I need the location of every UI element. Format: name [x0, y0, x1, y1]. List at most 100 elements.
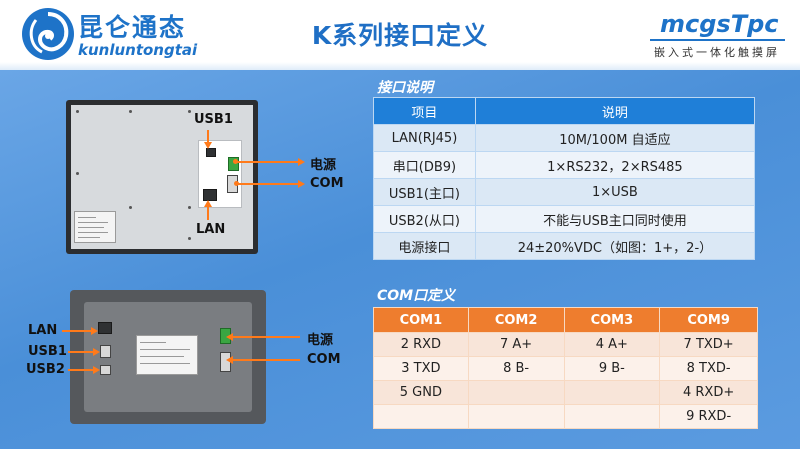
callout-label-com-bottom: COM: [307, 352, 341, 367]
callout-line-usb2-bottom: [68, 369, 94, 371]
table-cell: 24±20%VDC（如图：1+，2-）: [474, 232, 756, 260]
screw-hole: [129, 110, 132, 113]
screw-hole: [76, 110, 79, 113]
table-cell: 5 GND: [373, 380, 469, 405]
section-title-interface: 接口说明: [377, 80, 433, 96]
callout-line-com: [236, 183, 299, 185]
callout-label-usb1-bottom: USB1: [28, 344, 67, 359]
header-bar: [0, 0, 800, 70]
callout-label-com: COM: [310, 176, 344, 191]
arrow-left-icon: [226, 356, 233, 364]
screw-hole: [129, 206, 132, 209]
table-row: LAN(RJ45) 10M/100M 自适应: [373, 124, 756, 152]
table-cell: 9 RXD-: [659, 404, 758, 429]
port-module-top: [198, 140, 242, 208]
page-title: K系列接口定义: [311, 21, 489, 50]
table-cell: USB2(从口): [373, 205, 476, 233]
product-logo: mcgsTpc: [660, 10, 779, 38]
table-cell: 4 A+: [563, 332, 661, 357]
com-definition-table: COM1 COM2 COM3 COM9 2 RXD 7 A+ 4 A+ 7 TX…: [373, 307, 758, 429]
callout-label-lan-bottom: LAN: [28, 323, 58, 338]
usb1-port: [100, 345, 111, 358]
table-cell: 8 B-: [467, 356, 565, 381]
product-label-sticker: [136, 335, 198, 375]
callout-dot: [233, 159, 238, 164]
table-row: 串口(DB9) 1×RS232，2×RS485: [373, 151, 756, 179]
callout-label-usb1: USB1: [194, 112, 233, 127]
callout-label-lan: LAN: [196, 222, 226, 237]
table-row: 5 GND 4 RXD+: [373, 380, 758, 405]
table-cell: 1×RS232，2×RS485: [474, 151, 756, 179]
screw-hole: [188, 206, 191, 209]
table-cell: 7 TXD+: [659, 332, 758, 357]
column-header: COM1: [373, 307, 469, 333]
table-cell: 1×USB: [474, 178, 756, 206]
table-cell: USB1(主口): [373, 178, 476, 206]
table-cell: 9 B-: [563, 356, 661, 381]
callout-line-power: [235, 161, 299, 163]
column-header: 项目: [373, 97, 476, 125]
column-header: COM3: [563, 307, 661, 333]
callout-line-usb1-bottom: [68, 351, 94, 353]
screw-hole: [188, 237, 191, 240]
lan-port: [98, 322, 112, 334]
brand-logo-icon: [22, 8, 74, 60]
table-header-row: COM1 COM2 COM3 COM9: [373, 307, 758, 333]
brand-name-en: kunluntongtai: [78, 41, 198, 59]
callout-line-usb1: [207, 130, 209, 144]
usb2-port: [100, 365, 111, 375]
usb1-port: [206, 148, 216, 157]
callout-line-com-bottom: [230, 359, 300, 361]
table-row: 9 RXD-: [373, 404, 758, 429]
table-cell: 2 RXD: [373, 332, 469, 357]
callout-label-power-bottom: 电源: [307, 333, 334, 348]
screw-hole: [76, 172, 79, 175]
table-cell: 电源接口: [373, 232, 476, 260]
callout-label-usb2-bottom: USB2: [26, 362, 65, 377]
arrow-right-icon: [93, 366, 100, 374]
callout-dot: [234, 181, 239, 186]
arrow-right-icon: [91, 327, 98, 335]
arrow-right-icon: [298, 180, 305, 188]
column-header: COM2: [467, 307, 565, 333]
product-logo-underline: [650, 39, 785, 41]
table-row: 2 RXD 7 A+ 4 A+ 7 TXD+: [373, 332, 758, 357]
callout-line-power-bottom: [230, 336, 300, 338]
table-row: USB1(主口) 1×USB: [373, 178, 756, 206]
column-header: COM9: [659, 307, 758, 333]
callout-label-power: 电源: [310, 158, 337, 173]
brand-name-cn: 昆仑通态: [78, 13, 187, 42]
table-cell: [563, 404, 661, 429]
table-cell: LAN(RJ45): [373, 124, 476, 152]
product-tagline: 嵌入式一体化触摸屏: [654, 46, 780, 59]
column-header: 说明: [474, 97, 756, 125]
arrow-down-icon: [204, 142, 212, 149]
callout-line-lan-bottom: [62, 330, 92, 332]
table-row: USB2(从口) 不能与USB主口同时使用: [373, 205, 756, 233]
interface-table: 项目 说明 LAN(RJ45) 10M/100M 自适应 串口(DB9) 1×R…: [373, 97, 756, 260]
callout-line-lan: [207, 206, 209, 220]
table-cell: 10M/100M 自适应: [474, 124, 756, 152]
arrow-up-icon: [204, 200, 212, 207]
table-cell: [467, 380, 565, 405]
arrow-right-icon: [93, 348, 100, 356]
arrow-left-icon: [226, 333, 233, 341]
table-row: 3 TXD 8 B- 9 B- 8 TXD-: [373, 356, 758, 381]
product-label-sticker: [74, 211, 116, 243]
table-cell: 8 TXD-: [659, 356, 758, 381]
section-title-com: COM口定义: [377, 288, 456, 304]
table-cell: [563, 380, 661, 405]
table-cell: 7 A+: [467, 332, 565, 357]
table-cell: [467, 404, 565, 429]
power-terminal: [228, 157, 239, 171]
table-cell: 串口(DB9): [373, 151, 476, 179]
arrow-right-icon: [298, 158, 305, 166]
table-cell: [373, 404, 469, 429]
table-row: 电源接口 24±20%VDC（如图：1+，2-）: [373, 232, 756, 260]
screw-hole: [188, 110, 191, 113]
table-cell: 4 RXD+: [659, 380, 758, 405]
device-back-view-bottom: [70, 290, 266, 424]
table-cell: 不能与USB主口同时使用: [474, 205, 756, 233]
table-header-row: 项目 说明: [373, 97, 756, 125]
table-cell: 3 TXD: [373, 356, 469, 381]
